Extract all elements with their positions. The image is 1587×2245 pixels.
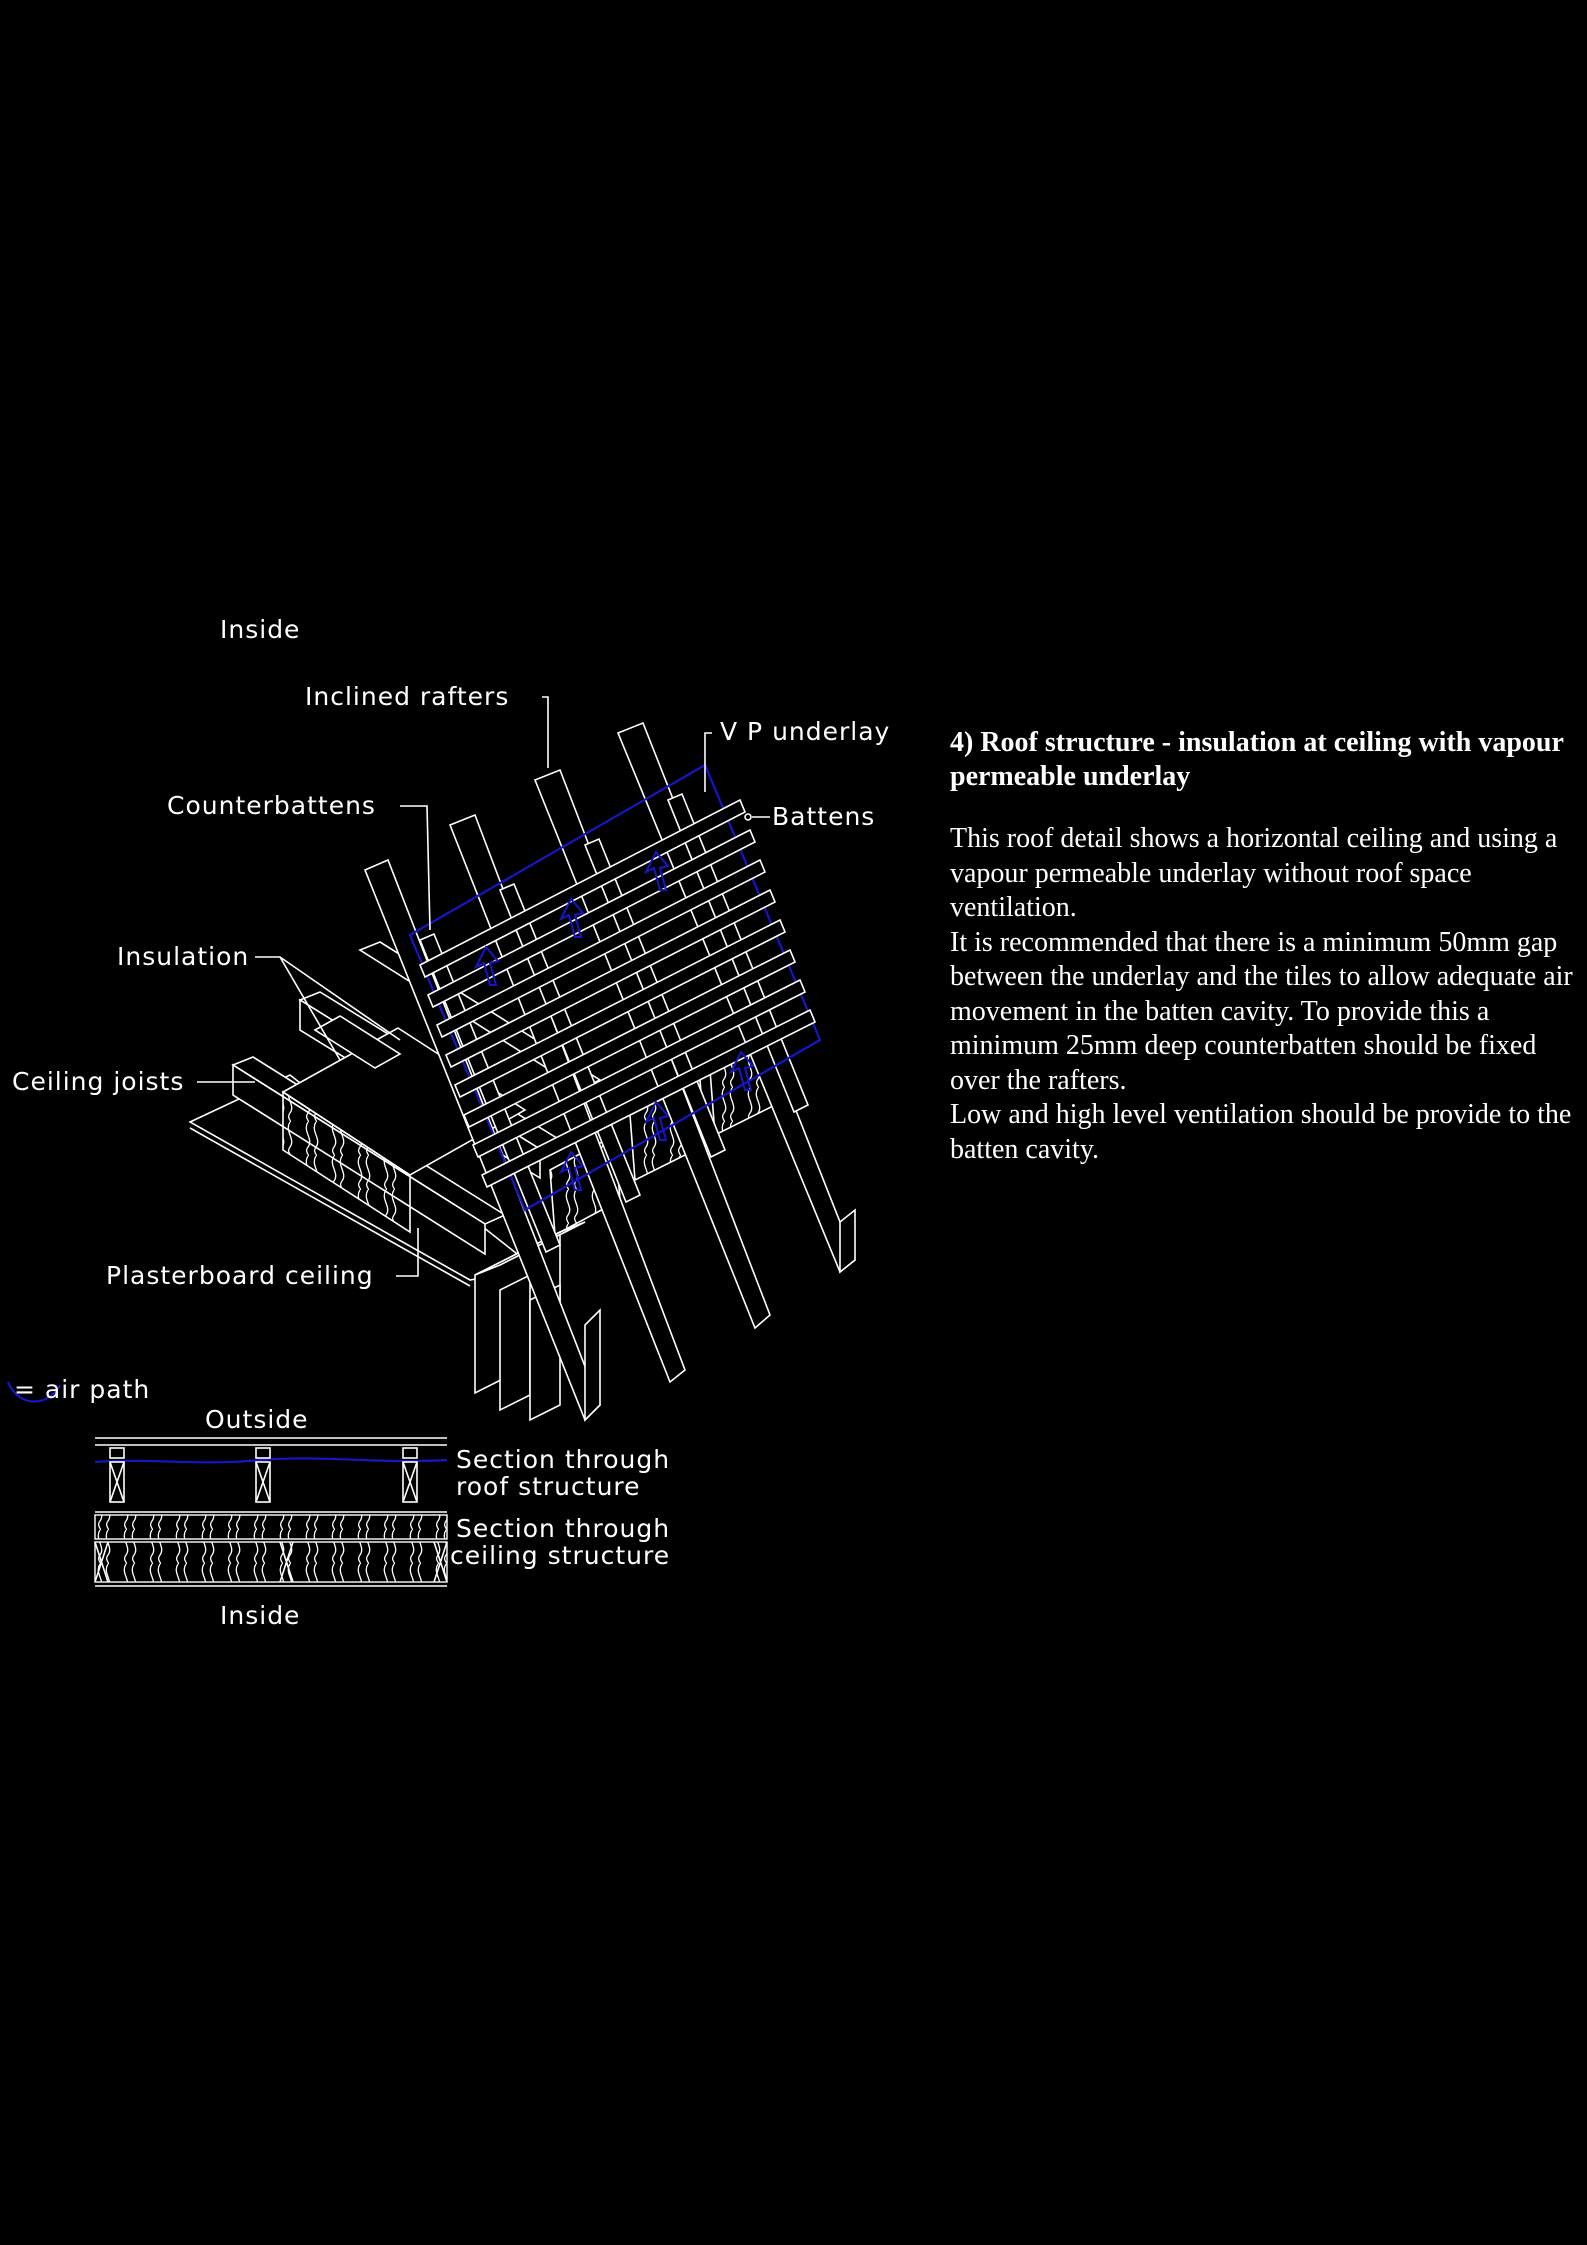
diagram-labels: Inside Inclined rafters V P underlay Bat… xyxy=(12,615,890,1290)
air-path-symbol xyxy=(6,1381,61,1403)
air-path-arrows xyxy=(473,850,755,1191)
label-inclined-rafters: Inclined rafters xyxy=(305,682,509,711)
ceiling-section xyxy=(94,1511,448,1587)
notes-paragraph: Low and high level ventilation should be… xyxy=(950,1099,1572,1165)
label-inside-top: Inside xyxy=(220,615,300,644)
leader-lines xyxy=(197,696,770,1277)
label-section-ceiling-line1: Section through xyxy=(456,1514,670,1543)
label-section-roof-line2: roof structure xyxy=(456,1472,641,1501)
label-inside-bottom: Inside xyxy=(220,1601,300,1630)
label-battens: Battens xyxy=(772,802,875,831)
air-path-legend: = air path xyxy=(6,1375,150,1404)
notes-paragraph: This roof detail shows a horizontal ceil… xyxy=(950,823,1558,923)
section-air-path xyxy=(94,1457,448,1464)
notes-title: 4) Roof structure - insulation at ceilin… xyxy=(950,727,1564,792)
label-plasterboard-ceiling: Plasterboard ceiling xyxy=(106,1261,374,1290)
section-rafters xyxy=(109,1447,418,1503)
label-vp-underlay: V P underlay xyxy=(720,717,890,746)
label-section-ceiling-line2: ceiling structure xyxy=(450,1541,670,1570)
label-section-roof-line1: Section through xyxy=(456,1445,670,1474)
label-counterbattens: Counterbattens xyxy=(167,791,376,820)
section-diagrams: Outside Section through roof structure xyxy=(94,1405,670,1630)
battens xyxy=(418,798,817,1189)
isometric-roof-structure xyxy=(188,696,856,1422)
label-insulation: Insulation xyxy=(117,942,249,971)
label-ceiling-joists: Ceiling joists xyxy=(12,1067,184,1096)
roof-section xyxy=(94,1437,448,1503)
label-outside: Outside xyxy=(205,1405,309,1434)
notes-paragraph: It is recommended that there is a minimu… xyxy=(950,926,1573,1096)
detail-notes: 4) Roof structure - insulation at ceilin… xyxy=(950,726,1587,1167)
label-air-path: = air path xyxy=(14,1375,150,1404)
